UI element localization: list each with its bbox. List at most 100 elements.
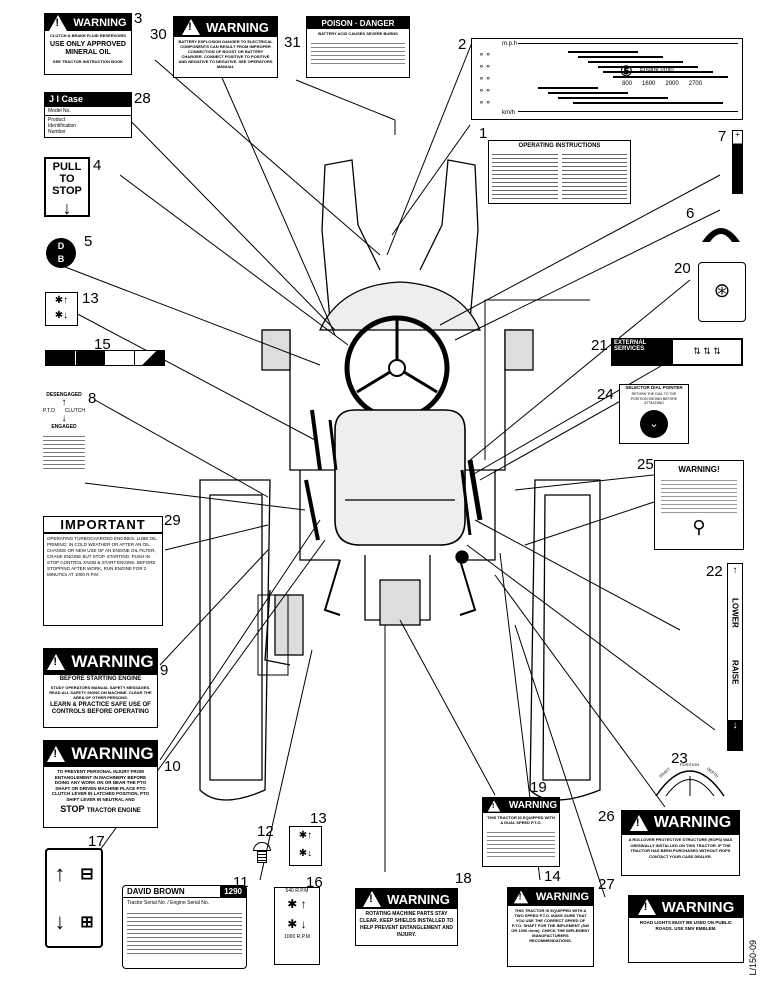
decal-8-clutch: CLUTCH: [64, 408, 85, 414]
arrow-up-icon: ↑: [732, 565, 738, 576]
decal-28-row2: Product Identification Number: [48, 117, 77, 135]
decal-28-row1: Model No.: [45, 107, 131, 116]
pto-1000-icon: ✱ ↓: [287, 917, 307, 931]
callout-21: 21: [591, 337, 608, 354]
decal-1-operating-instructions: OPERATING INSTRUCTIONS: [488, 140, 631, 204]
decal-24-body: RETURN THE DIAL TO THE POSITION SHOWN BE…: [630, 392, 678, 405]
decal-8-top: DESENGAGED: [46, 392, 82, 398]
decal-8-pto-clutch: DESENGAGED ↑ P.T.O CLUTCH ↓ ENGAGED: [43, 392, 85, 488]
gear-symbols-icon: ⚬⚬⚬⚬⚬⚬⚬⚬⚬⚬: [478, 50, 492, 107]
decal-11-text-lines: [127, 910, 242, 955]
callout-23: 23: [671, 750, 688, 767]
decal-28-case-id-plate: J I Case Model No. Product Identificatio…: [44, 92, 132, 138]
decal-10-tail: TRACTOR ENGINE: [86, 808, 141, 814]
callout-30: 30: [150, 26, 167, 43]
callout-15: 15: [94, 336, 111, 353]
decal-2-speed-chart: m.p.h km/h ⚬⚬⚬⚬⚬⚬⚬⚬⚬⚬ ⑤ Engine r/min 800…: [471, 38, 743, 120]
callout-29: 29: [164, 512, 181, 529]
arrow-down-icon: ↓: [728, 720, 742, 750]
decal-4-line1: PULL TO: [52, 161, 82, 185]
decal-9-footer: LEARN & PRACTICE SAFE USE OF CONTROLS BE…: [50, 702, 151, 715]
callout-28: 28: [134, 90, 151, 107]
callout-25: 25: [637, 456, 654, 473]
decal-23-b: POSITION: [680, 762, 700, 767]
decal-5-diff-lock: D B: [46, 238, 76, 268]
decal-19-dual-pto: WARNING THIS TRACTOR IS EQUIPPED WITH A …: [482, 797, 560, 867]
decal-16-a: 540 R.P.M: [285, 888, 309, 894]
gear-down-icon: ✱↓: [54, 310, 69, 321]
decal-18-title: WARNING: [387, 891, 450, 907]
decal-14-title: WARNING: [535, 891, 590, 903]
callout-1: 1: [479, 125, 488, 142]
callout-8: 8: [88, 390, 97, 407]
decal-11-model: 1290: [220, 886, 246, 897]
arrow-down-icon: ↓: [62, 198, 72, 217]
decal-23-control-quadrant: DRAFT POSITION DEPTH: [654, 758, 726, 798]
decal-13-lower-lever-symbols: ✱↑ ✱↓: [289, 826, 322, 866]
decal-27-body: ROAD LIGHTS MUST BE USED ON PUBLIC ROADS…: [639, 920, 733, 931]
decal-7-throttle-strip: +: [732, 130, 743, 194]
tachometer-icon: ⑤: [620, 63, 633, 79]
decal-29-important-turbo: IMPORTANT OPERATING TURBOCHARGED ENGINES…: [43, 516, 163, 626]
decal-5-b: B: [57, 254, 65, 264]
callout-9: 9: [160, 662, 169, 679]
callout-6: 6: [686, 205, 695, 222]
decal-16-b: 1000 R.P.M: [284, 934, 310, 940]
warning-triangle-icon: [363, 891, 382, 907]
valve-symbols-icon: ⇅ ⇅ ⇅: [673, 340, 741, 364]
decal-2-engine: Engine r/min: [640, 67, 674, 73]
callout-10: 10: [164, 758, 181, 775]
decal-15-seg-4: [135, 351, 164, 365]
decal-22-lower-raise-strip: ↑ LOWER RAISE ↓: [727, 563, 743, 751]
decal-9-heading: BEFORE STARTING ENGINE: [59, 676, 142, 682]
decal-3-title: WARNING: [73, 16, 127, 29]
2wd-icon: ⊞: [80, 914, 94, 931]
decal-29-title: IMPORTANT: [44, 517, 162, 534]
decal-3-line2: USE ONLY APPROVED: [50, 41, 126, 48]
warning-triangle-icon: [182, 19, 201, 35]
decal-2-rpm3: 2000: [665, 81, 679, 87]
callout-13-upper: 13: [82, 290, 99, 307]
decal-9-title: WARNING: [71, 652, 154, 671]
decal-16-pto-speed: 540 R.P.M ✱ ↑ ✱ ↓ 1000 R.P.M: [274, 887, 320, 965]
decal-20-hydraulic-control: ⊛: [698, 262, 746, 322]
callout-17: 17: [88, 833, 105, 850]
decal-29-body: OPERATING TURBOCHARGED ENGINES. LUBE OIL…: [47, 536, 157, 577]
decal-22-lower: LOWER: [730, 598, 740, 628]
arrow-up-icon: ↑: [54, 861, 66, 886]
callout-16: 16: [306, 874, 323, 891]
gear-up-icon: ✱↑: [54, 295, 69, 306]
decal-25-warning-panel: WARNING! ⚲: [654, 460, 744, 550]
decal-26-body: A ROLLOVER PROTECTIVE STRUCTURE (ROPS) W…: [628, 837, 733, 859]
decal-11-david-brown-plate: DAVID BROWN 1290 Tractor Serial No. / En…: [122, 885, 247, 969]
decal-12-plug: [253, 842, 271, 864]
decal-6-hand-throttle-arc: [702, 228, 740, 242]
callout-7: 7: [718, 128, 727, 145]
decal-30-battery-warning: WARNING BATTERY EXPLOSION DANGER TO ELEC…: [173, 16, 278, 78]
callout-27: 27: [598, 876, 615, 893]
decal-2-mph: m.p.h: [502, 41, 518, 47]
callout-20: 20: [674, 260, 691, 277]
decal-1-col-right: [561, 151, 627, 201]
decal-30-body: BATTERY EXPLOSION DANGER TO ELECTRICAL C…: [178, 39, 273, 69]
callout-31: 31: [284, 34, 301, 51]
callout-24: 24: [597, 386, 614, 403]
decal-19-text-lines: [487, 829, 555, 859]
pto-540-icon: ✱ ↑: [287, 897, 307, 911]
tractor-top-icon: ⚲: [692, 517, 706, 537]
decal-14-two-speed-pto: WARNING THIS TRACTOR IS EQUIPPED WITH A …: [507, 887, 594, 967]
decal-2-rpm2: 1600: [642, 81, 656, 87]
decal-13-upper-lever-symbols: ✱↑ ✱↓: [45, 292, 78, 326]
decal-18-rotating-parts: WARNING ROTATING MACHINE PARTS STAY CLEA…: [355, 888, 458, 946]
4wd-engaged-icon: ⊟: [80, 866, 94, 883]
decal-4-pull-to-stop: PULL TO STOP ↓: [44, 157, 90, 217]
decal-15-range-strip: [45, 350, 165, 366]
decal-10-body: TO PREVENT PERSONAL INJURY FROM ENTANGLE…: [51, 769, 150, 802]
callout-18: 18: [455, 870, 472, 887]
callout-3: 3: [134, 10, 143, 27]
callout-13-lower: 13: [310, 810, 327, 827]
decal-15-seg-2: [75, 351, 106, 365]
callout-5: 5: [84, 233, 93, 250]
decal-1-col-left: [492, 151, 558, 201]
arrow-down-icon: ↓: [61, 413, 67, 424]
